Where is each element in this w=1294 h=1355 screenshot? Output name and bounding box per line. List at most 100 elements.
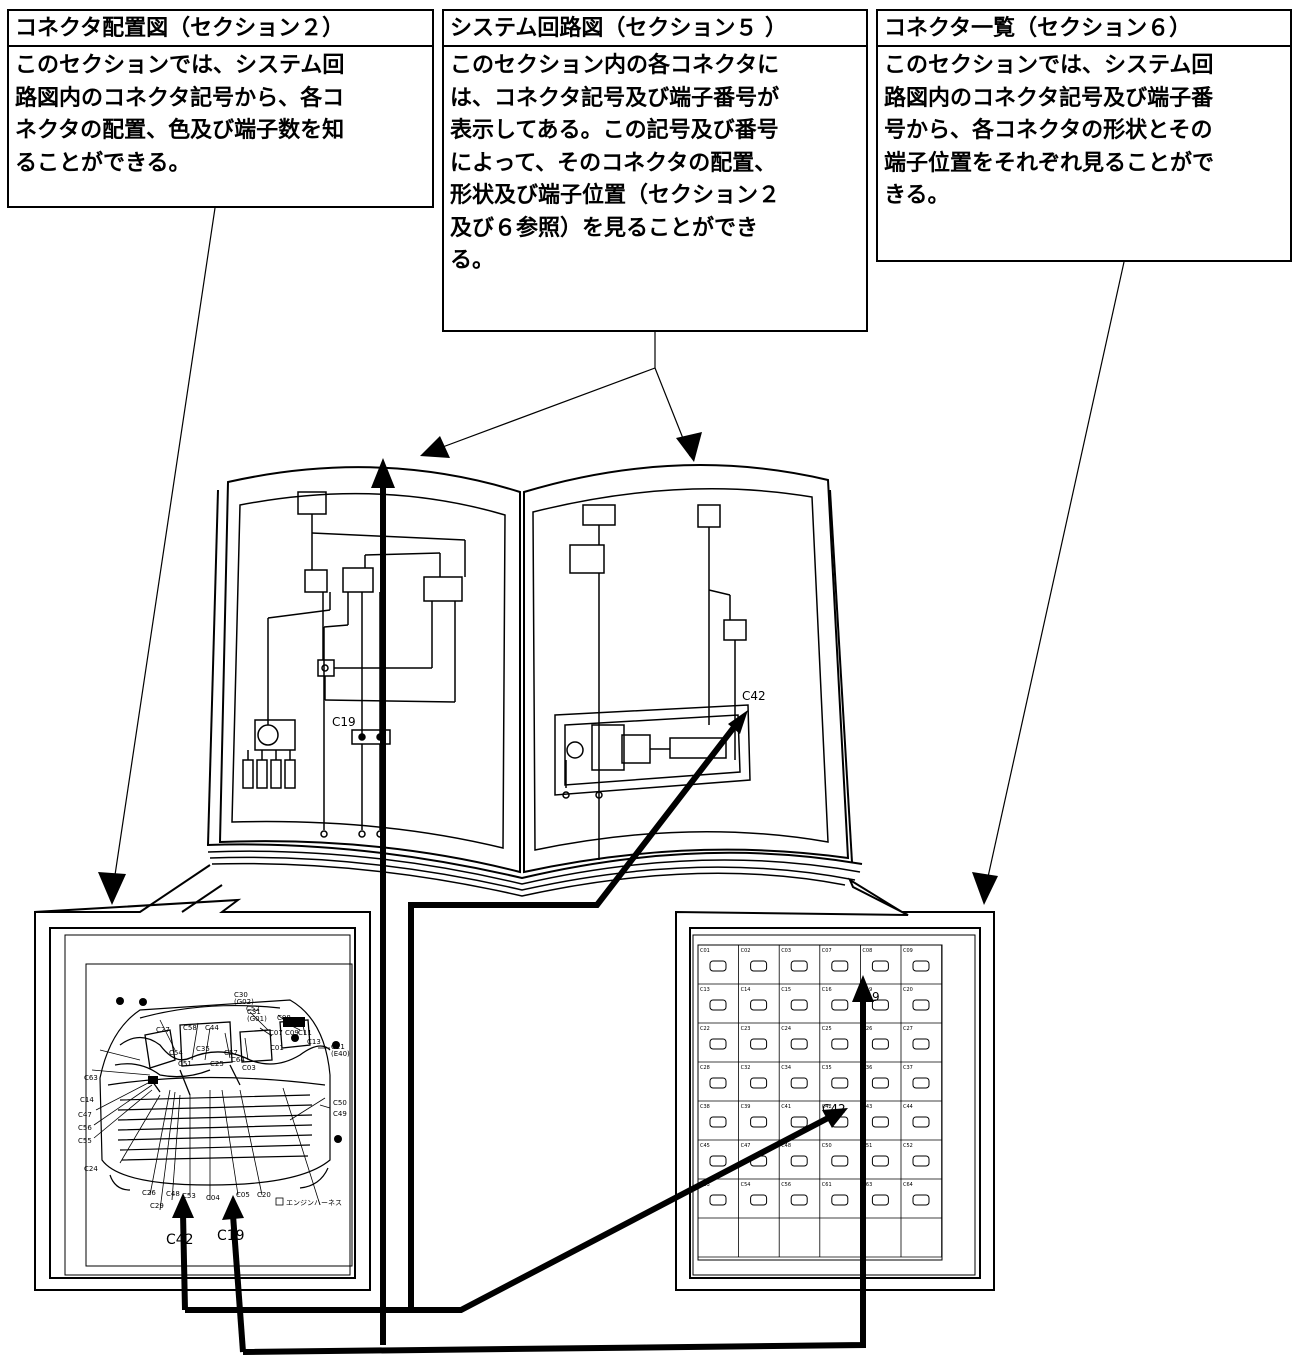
connector-shape-icon [912, 960, 930, 972]
engine-connector-label: C04 [206, 1194, 220, 1202]
engine-connector-label: C29 [150, 1202, 164, 1210]
connector-cell-label: C08 [862, 948, 872, 954]
engine-connector-label: C51 [178, 1060, 192, 1068]
book-connector-c42: C42 [742, 689, 766, 703]
callout-line: 表示してある。この記号及び番号 [450, 117, 779, 143]
engine-connector-label: C14 [80, 1096, 94, 1104]
engine-big-label-c42: C42 [166, 1232, 194, 1248]
engine-connector-label: C09 [285, 1029, 299, 1037]
connector-cell-label: C64 [903, 1182, 913, 1188]
engine-connector-label: (G02) [234, 998, 254, 1006]
engine-connector-label: C49 [333, 1110, 347, 1118]
callout-line: 号から、各コネクタの形状とその [884, 117, 1213, 143]
connector-cell-label: C15 [781, 987, 791, 993]
connector-cell-label: C48 [781, 1143, 791, 1149]
engine-connector-label: C21 [331, 1043, 345, 1051]
connector-cell-label: C54 [741, 1182, 751, 1188]
engine-connector-label: C35 [196, 1045, 210, 1053]
connector-shape-icon [871, 1038, 889, 1050]
engine-connector-label: (G01) [247, 1015, 267, 1023]
engine-connector-label: C63 [84, 1074, 98, 1082]
engine-connector-label: C08 [277, 1014, 291, 1022]
connector-shape-icon [912, 1116, 930, 1128]
connector-cell-label: C02 [741, 948, 751, 954]
callout-line: このセクション内の各コネクタに [450, 52, 780, 78]
connector-cell-label: C42 [822, 1104, 832, 1110]
connector-cell-label: C34 [781, 1065, 791, 1071]
engine-connector-label: C47 [78, 1111, 92, 1119]
connector-cell-label: C03 [781, 948, 791, 954]
callout-body: このセクションでは、システム回 路図内のコネクタ記号から、各コ ネクタの配置、色… [9, 47, 432, 181]
connector-cell-label: C39 [741, 1104, 751, 1110]
connector-cell-label: C44 [903, 1104, 913, 1110]
connector-cell-label: C07 [822, 948, 832, 954]
callout-title: システム回路図（セクション５ ） [444, 11, 866, 47]
connector-cell-label: C47 [741, 1143, 751, 1149]
engine-connector-label: C01 [270, 1044, 284, 1052]
callout-line: によって、そのコネクタの配置、 [450, 149, 777, 176]
connector-shape-icon [912, 1194, 930, 1206]
connector-cell-label: C35 [822, 1065, 832, 1071]
legend-icon [275, 1197, 284, 1206]
connector-cell-label: C20 [903, 987, 913, 993]
engine-connector-label: C57 [224, 1049, 238, 1057]
connector-grid: C01C02C03C07C08C09C13C14C15C16C19C20C22C… [697, 944, 942, 1258]
connector-shape-icon [750, 1116, 768, 1128]
callout-line: 及び６参照）を見ることができ [450, 214, 759, 241]
connector-cell-label: C09 [903, 948, 913, 954]
callout-line: る。 [450, 247, 495, 273]
engine-connector-label: C03 [242, 1064, 256, 1072]
connector-shape-icon [790, 999, 808, 1011]
connector-cell-label: C56 [781, 1182, 791, 1188]
connector-shape-icon [912, 1155, 930, 1167]
connector-cell-label: C25 [822, 1026, 832, 1032]
connector-shape-icon [831, 1077, 849, 1089]
connector-shape-icon [871, 1077, 889, 1089]
connector-shape-icon [709, 1155, 727, 1167]
callout-line: 路図内のコネクタ記号から、各コ [15, 84, 345, 111]
connector-shape-icon [750, 1077, 768, 1089]
connector-shape-icon [790, 960, 808, 972]
connector-shape-icon [709, 1194, 727, 1206]
connector-cell-label: C26 [862, 1026, 872, 1032]
connector-shape-icon [790, 1155, 808, 1167]
engine-connector-label: C54 [169, 1049, 183, 1057]
connector-shape-icon [831, 999, 849, 1011]
engine-connector-label: C25 [210, 1060, 224, 1068]
routing-arrows [180, 475, 866, 1355]
engine-connector-label: C11 [298, 1029, 312, 1037]
callout-line: このセクションでは、システム回 [15, 52, 345, 78]
engine-connector-label: C50 [333, 1099, 347, 1107]
connector-cell-label: C22 [700, 1026, 710, 1032]
connector-shape-icon [790, 1077, 808, 1089]
connector-shape-icon [709, 1116, 727, 1128]
connector-cell-label: C43 [862, 1104, 872, 1110]
engine-legend: エンジンハーネス [286, 1199, 342, 1207]
connector-cell-label: C16 [822, 987, 832, 993]
connector-shape-icon [871, 1155, 889, 1167]
connector-shape-icon [750, 1194, 768, 1206]
connector-cell-label: C37 [903, 1065, 913, 1071]
engine-connector-label: C53 [182, 1192, 196, 1200]
engine-connector-label: C24 [84, 1165, 98, 1173]
engine-connector-label: (E40) [331, 1050, 350, 1058]
callout-title: コネクタ配置図（セクション２） [9, 11, 432, 47]
connector-cell-label: C63 [862, 1182, 872, 1188]
engine-connector-label: C64 [231, 1056, 245, 1064]
connector-cell-label: C01 [700, 948, 710, 954]
connector-cell-label: C52 [903, 1143, 913, 1149]
connector-cell-label: C61 [822, 1182, 832, 1188]
connector-shape-icon [871, 999, 889, 1011]
engine-connector-label: C05 [236, 1191, 250, 1199]
callout-system-circuit: システム回路図（セクション５ ） このセクション内の各コネクタに は、コネクタ記… [442, 9, 868, 332]
callout-title: コネクタ一覧（セクション６） [878, 11, 1290, 47]
callout-line: ネクタの配置、色及び端子数を知 [15, 117, 345, 143]
connector-cell-label: C51 [862, 1143, 872, 1149]
engine-connector-label: C26 [142, 1189, 156, 1197]
callout-pointers [111, 207, 1125, 896]
connector-shape-icon [871, 1194, 889, 1206]
connector-shape-icon [750, 999, 768, 1011]
routing-arrowheads [172, 458, 874, 1220]
